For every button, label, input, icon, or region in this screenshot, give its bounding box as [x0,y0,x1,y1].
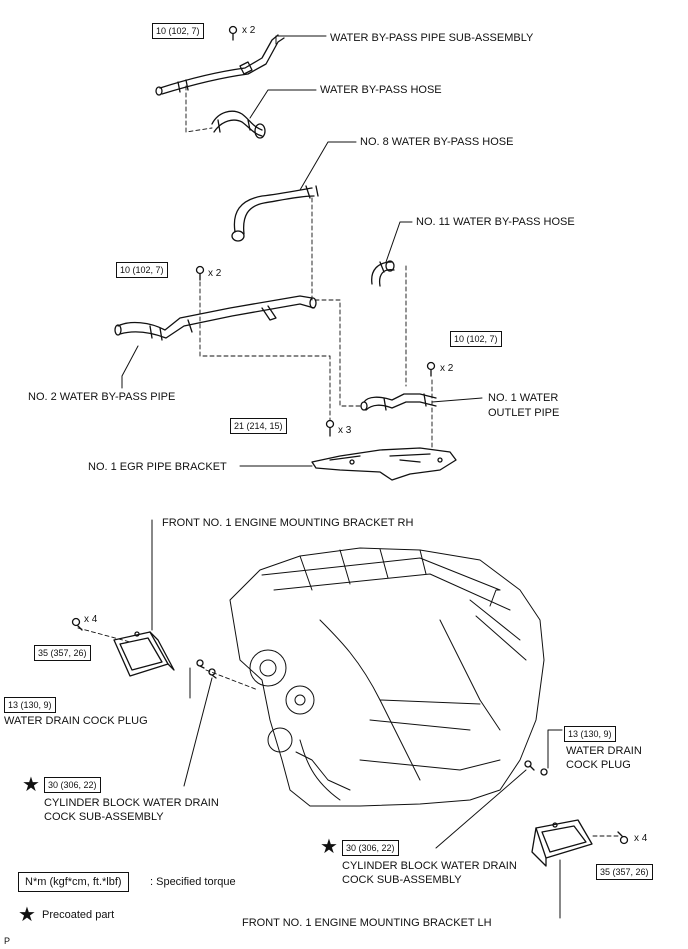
torque-label-rh-bracket: 35 (357, 26) [34,645,91,661]
water-bypass-hose-part [211,110,266,139]
leader-lines [121,35,563,919]
torque-label-drain-plug-right: 13 (130, 9) [564,726,616,742]
label-water-drain-cock-plug-left: WATER DRAIN COCK PLUG [4,715,148,727]
label-front-mounting-bracket-lh: FRONT NO. 1 ENGINE MOUNTING BRACKET LH [242,917,492,929]
label-no1-egr-pipe-bracket: NO. 1 EGR PIPE BRACKET [88,461,227,473]
torque-label-drain-plug-left: 13 (130, 9) [4,697,56,713]
no1-egr-pipe-bracket-part [311,419,457,481]
quantity-outlet-pipe-bolts: x 2 [440,363,454,374]
label-water-drain-cock-plug-right-line2: COCK PLUG [566,759,631,771]
quantity-no2-pipe-bolts: x 2 [208,268,222,279]
water-bypass-pipe-sub-assembly-part [155,25,285,96]
corner-mark: P [4,936,11,946]
quantity-bypass-pipe-bolts: x 2 [242,25,256,36]
legend-star-icon: ★ [18,904,36,926]
label-water-bypass-hose: WATER BY-PASS HOSE [320,84,442,96]
quantity-lh-bracket-bolts: x 4 [634,833,648,844]
legend-torque-description: : Specified torque [150,876,236,888]
label-cylinder-drain-cock-right-line1: CYLINDER BLOCK WATER DRAIN [342,860,517,872]
front-engine-mounting-bracket-lh-part [531,819,629,867]
torque-label-outlet-pipe: 10 (102, 7) [450,331,502,347]
no8-water-bypass-hose-part [231,185,319,242]
label-water-bypass-pipe-sub-assembly: WATER BY-PASS PIPE SUB-ASSEMBLY [330,32,534,44]
engine-assembly [229,547,545,807]
quantity-rh-bracket-bolts: x 4 [84,614,98,625]
label-no11-water-bypass-hose: NO. 11 WATER BY-PASS HOSE [416,216,575,228]
front-engine-mounting-bracket-rh-part [71,617,217,679]
precoated-star-icon-right: ★ [320,836,338,858]
dashed-guide-lines [77,85,619,837]
quantity-egr-bracket-bolts: x 3 [338,425,352,436]
legend-torque-unit: N*m (kgf*cm, ft.*lbf) [18,872,129,892]
label-no8-water-bypass-hose: NO. 8 WATER BY-PASS HOSE [360,136,514,148]
label-cylinder-drain-cock-left-line2: COCK SUB-ASSEMBLY [44,811,164,823]
torque-label-drain-cock-left: 30 (306, 22) [44,777,101,793]
label-cylinder-drain-cock-left-line1: CYLINDER BLOCK WATER DRAIN [44,797,219,809]
label-cylinder-drain-cock-right-line2: COCK SUB-ASSEMBLY [342,874,462,886]
torque-label-lh-bracket: 35 (357, 26) [596,864,653,880]
label-front-mounting-bracket-rh: FRONT NO. 1 ENGINE MOUNTING BRACKET RH [162,517,414,529]
torque-label-no2-pipe: 10 (102, 7) [116,262,168,278]
label-water-drain-cock-plug-right-line1: WATER DRAIN [566,745,642,757]
no2-water-bypass-pipe-part [114,265,317,341]
no11-water-bypass-hose-part [371,260,395,287]
precoated-star-icon-left: ★ [22,774,40,796]
label-no1-water-outlet-pipe-line2: OUTLET PIPE [488,407,560,419]
legend-precoated-part: Precoated part [42,909,115,921]
torque-label-drain-cock-right: 30 (306, 22) [342,840,399,856]
torque-label-bypass-pipe: 10 (102, 7) [152,23,204,39]
cylinder-block-drain-cock-right-part [524,760,548,776]
label-no2-water-bypass-pipe: NO. 2 WATER BY-PASS PIPE [28,391,176,403]
no1-water-outlet-pipe-part [360,361,437,411]
label-no1-water-outlet-pipe-line1: NO. 1 WATER [488,392,559,404]
torque-label-egr-bracket: 21 (214, 15) [230,418,287,434]
